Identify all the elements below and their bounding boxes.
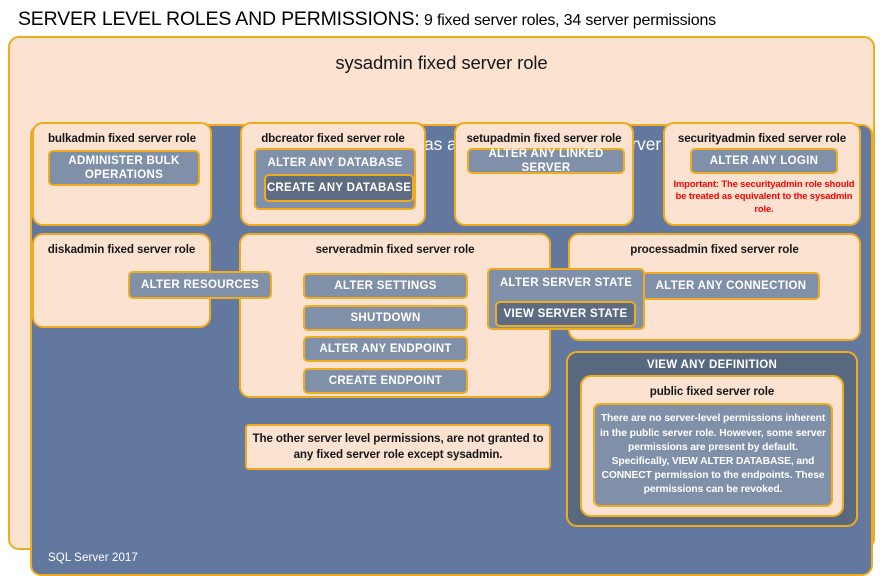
- permission-alter-any-connection: ALTER ANY CONNECTION: [642, 272, 820, 300]
- page-title-heading: SERVER LEVEL ROLES AND PERMISSIONS:: [18, 8, 420, 30]
- role-title-setupadmin: setupadmin fixed server role: [466, 132, 622, 145]
- role-card-bulkadmin: bulkadmin fixed server role ADMINISTER B…: [32, 122, 212, 226]
- permission-view-server-state: VIEW SERVER STATE: [495, 301, 636, 327]
- permission-alter-any-endpoint: ALTER ANY ENDPOINT: [303, 336, 468, 362]
- permission-alter-any-linked-server: ALTER ANY LINKED SERVER: [467, 148, 625, 174]
- role-title-bulkadmin: bulkadmin fixed server role: [47, 132, 197, 145]
- public-role-note: There are no server-level permissions in…: [593, 403, 833, 507]
- permission-create-endpoint: CREATE ENDPOINT: [303, 368, 468, 394]
- permission-view-any-definition-label: VIEW ANY DEFINITION: [646, 359, 778, 371]
- role-title-securityadmin: securityadmin fixed server role: [677, 132, 847, 145]
- sql-version-label: SQL Server 2017: [48, 552, 138, 564]
- role-title-serveradmin: serveradmin fixed server role: [315, 243, 475, 256]
- permission-alter-resources: ALTER RESOURCES: [128, 271, 272, 299]
- role-card-diskadmin: diskadmin fixed server role: [32, 233, 211, 328]
- page-title: SERVER LEVEL ROLES AND PERMISSIONS: 9 fi…: [18, 8, 878, 34]
- role-card-dbcreator: dbcreator fixed server role ALTER ANY DA…: [240, 122, 426, 226]
- role-card-public: public fixed server role There are no se…: [580, 375, 844, 517]
- permission-alter-any-login: ALTER ANY LOGIN: [690, 148, 838, 174]
- permission-alter-settings: ALTER SETTINGS: [303, 273, 468, 299]
- role-card-serveradmin: serveradmin fixed server role ALTER SETT…: [239, 233, 551, 398]
- sysadmin-role-label: sysadmin fixed server role: [335, 52, 548, 73]
- page-title-subheading: 9 fixed server roles, 34 server permissi…: [424, 12, 716, 29]
- permission-view-any-definition-container: VIEW ANY DEFINITION public fixed server …: [566, 351, 858, 527]
- permission-shutdown: SHUTDOWN: [303, 305, 468, 331]
- role-title-processadmin: processadmin fixed server role: [630, 243, 799, 256]
- role-title-dbcreator: dbcreator fixed server role: [261, 132, 405, 145]
- role-title-diskadmin: diskadmin fixed server role: [47, 243, 196, 256]
- role-card-setupadmin: setupadmin fixed server role ALTER ANY L…: [454, 122, 634, 226]
- role-title-public: public fixed server role: [649, 385, 775, 398]
- other-permissions-note: The other server level permissions, are …: [245, 424, 551, 470]
- securityadmin-warning-note: Important: The securityadmin role should…: [673, 178, 855, 214]
- permission-administer-bulk-operations: ADMINISTER BULK OPERATIONS: [48, 150, 200, 186]
- role-card-securityadmin: securityadmin fixed server role ALTER AN…: [663, 122, 861, 226]
- permission-create-any-database: CREATE ANY DATABASE: [264, 174, 414, 202]
